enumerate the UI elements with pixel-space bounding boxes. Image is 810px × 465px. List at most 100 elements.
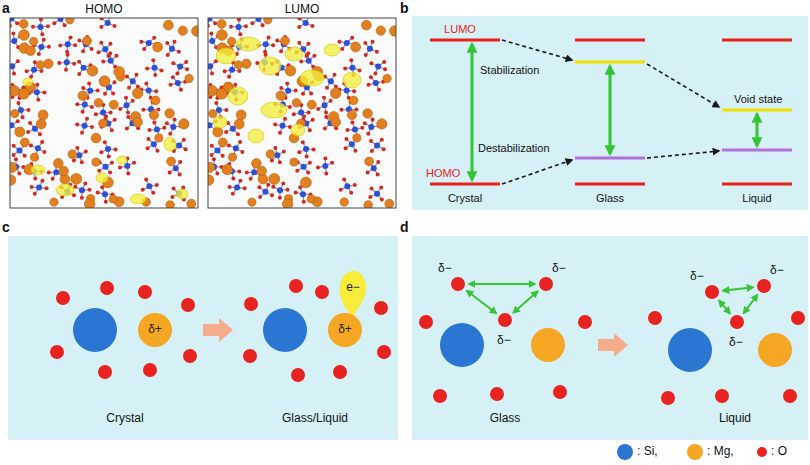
atom-circle	[433, 389, 447, 403]
oxygen-atom	[283, 117, 287, 121]
oxygen-atom	[294, 191, 298, 195]
atom-circle	[451, 277, 465, 291]
snapshot-ground	[208, 18, 396, 208]
oxygen-atom	[38, 132, 42, 136]
oxygen-atom	[178, 173, 182, 177]
node-text: δ+	[148, 323, 162, 336]
node-text: e−	[346, 281, 360, 294]
magnesium-atom	[257, 166, 267, 176]
magnesium-atom	[234, 119, 244, 129]
silicon-atom	[102, 191, 108, 197]
oxygen-atom	[87, 188, 91, 192]
oxygen-atom	[146, 137, 150, 141]
phase-label: Glass	[596, 192, 624, 205]
silicon-atom	[298, 110, 304, 116]
oxygen-atom	[63, 23, 67, 27]
shift-label: Stabilization	[480, 64, 539, 77]
repulsion-arrow	[467, 291, 497, 314]
charge-label: δ−	[497, 334, 511, 348]
oxygen-atom	[126, 111, 130, 115]
atom-circle	[757, 279, 771, 293]
oxygen-atom	[228, 185, 232, 189]
oxygen-atom	[124, 96, 128, 100]
oxygen-atom	[214, 101, 218, 105]
oxygen-atom	[80, 196, 84, 200]
oxygen-atom	[36, 98, 40, 102]
silicon-atom	[87, 88, 93, 94]
node-text-group: δ+	[148, 323, 162, 336]
silicon-atom	[344, 40, 350, 46]
oxygen-atom	[125, 126, 129, 130]
magnesium-atom	[290, 158, 298, 166]
oxygen-atom	[350, 121, 354, 125]
energy-diagram	[430, 40, 792, 184]
snapshot-ground	[10, 18, 198, 208]
oxygen-atom	[42, 90, 46, 94]
oxygen-atom	[81, 49, 85, 53]
magnesium-atom	[363, 109, 373, 119]
panel-background	[412, 16, 808, 210]
legend-swatch	[617, 444, 633, 460]
silicon-atom	[209, 38, 215, 44]
silicon-atom	[10, 122, 14, 128]
silicon-atom	[169, 46, 175, 52]
magnesium-atom	[59, 166, 69, 176]
magnesium-atom	[218, 138, 227, 147]
phase-label: Liquid	[742, 192, 771, 205]
magnesium-atom	[44, 59, 53, 68]
oxygen-atom	[223, 69, 227, 73]
silicon-atom	[35, 145, 41, 151]
oxygen-atom	[39, 69, 43, 73]
oxygen-atom	[15, 21, 19, 25]
magnesium-atom	[340, 198, 348, 206]
magnesium-atom	[192, 26, 198, 36]
oxygen-atom	[307, 110, 311, 114]
oxygen-atom	[316, 107, 320, 111]
oxygen-atom	[152, 121, 156, 125]
oxygen-atom	[215, 171, 219, 175]
silicon-atom	[173, 165, 179, 171]
oxygen-atom	[99, 150, 103, 154]
oxygen-atom	[29, 143, 33, 147]
oxygen-atom	[154, 89, 158, 93]
oxygen-atom	[85, 117, 89, 121]
silicon-atom	[177, 63, 183, 69]
level-name: Void state	[734, 93, 782, 106]
atom-circle	[498, 313, 512, 327]
oxygen-atom	[370, 187, 374, 191]
silicon-atom	[375, 63, 381, 69]
oxygen-atom	[118, 165, 122, 169]
atom-circle	[419, 315, 433, 329]
oxygen-atom	[30, 185, 34, 189]
silicon-atom	[176, 142, 182, 148]
magnesium-atom	[222, 164, 232, 174]
transition-arrow	[598, 333, 628, 357]
oxygen-atom	[369, 61, 373, 65]
oxygen-atom	[109, 110, 113, 114]
oxygen-atom	[26, 108, 30, 112]
oxygen-atom	[12, 144, 16, 148]
silicon-atom	[350, 65, 356, 71]
oxygen-atom	[171, 61, 175, 65]
silicon-atom	[277, 187, 283, 193]
magnesium-atom	[20, 138, 29, 147]
oxygen-atom	[114, 148, 118, 152]
atom-circle	[705, 285, 719, 299]
magnesium-atom	[307, 195, 315, 203]
silicon-atom	[214, 147, 220, 153]
oxygen-atom	[47, 171, 51, 175]
silicon-atom	[103, 164, 109, 170]
oxygen-atom	[364, 53, 368, 57]
atom-circle	[138, 285, 152, 299]
silicon-atom	[105, 20, 111, 26]
oxygen-atom	[346, 128, 350, 132]
oxygen-atom	[42, 38, 46, 42]
oxygen-atom	[173, 40, 177, 44]
magnesium-atom	[208, 85, 217, 96]
oxygen-atom	[306, 42, 310, 46]
magnesium-atom	[264, 18, 272, 24]
phase-label: Glass/Liquid	[282, 412, 348, 426]
oxygen-atom	[325, 86, 329, 90]
legend-text: : O	[771, 445, 787, 458]
oxygen-atom	[153, 73, 157, 77]
